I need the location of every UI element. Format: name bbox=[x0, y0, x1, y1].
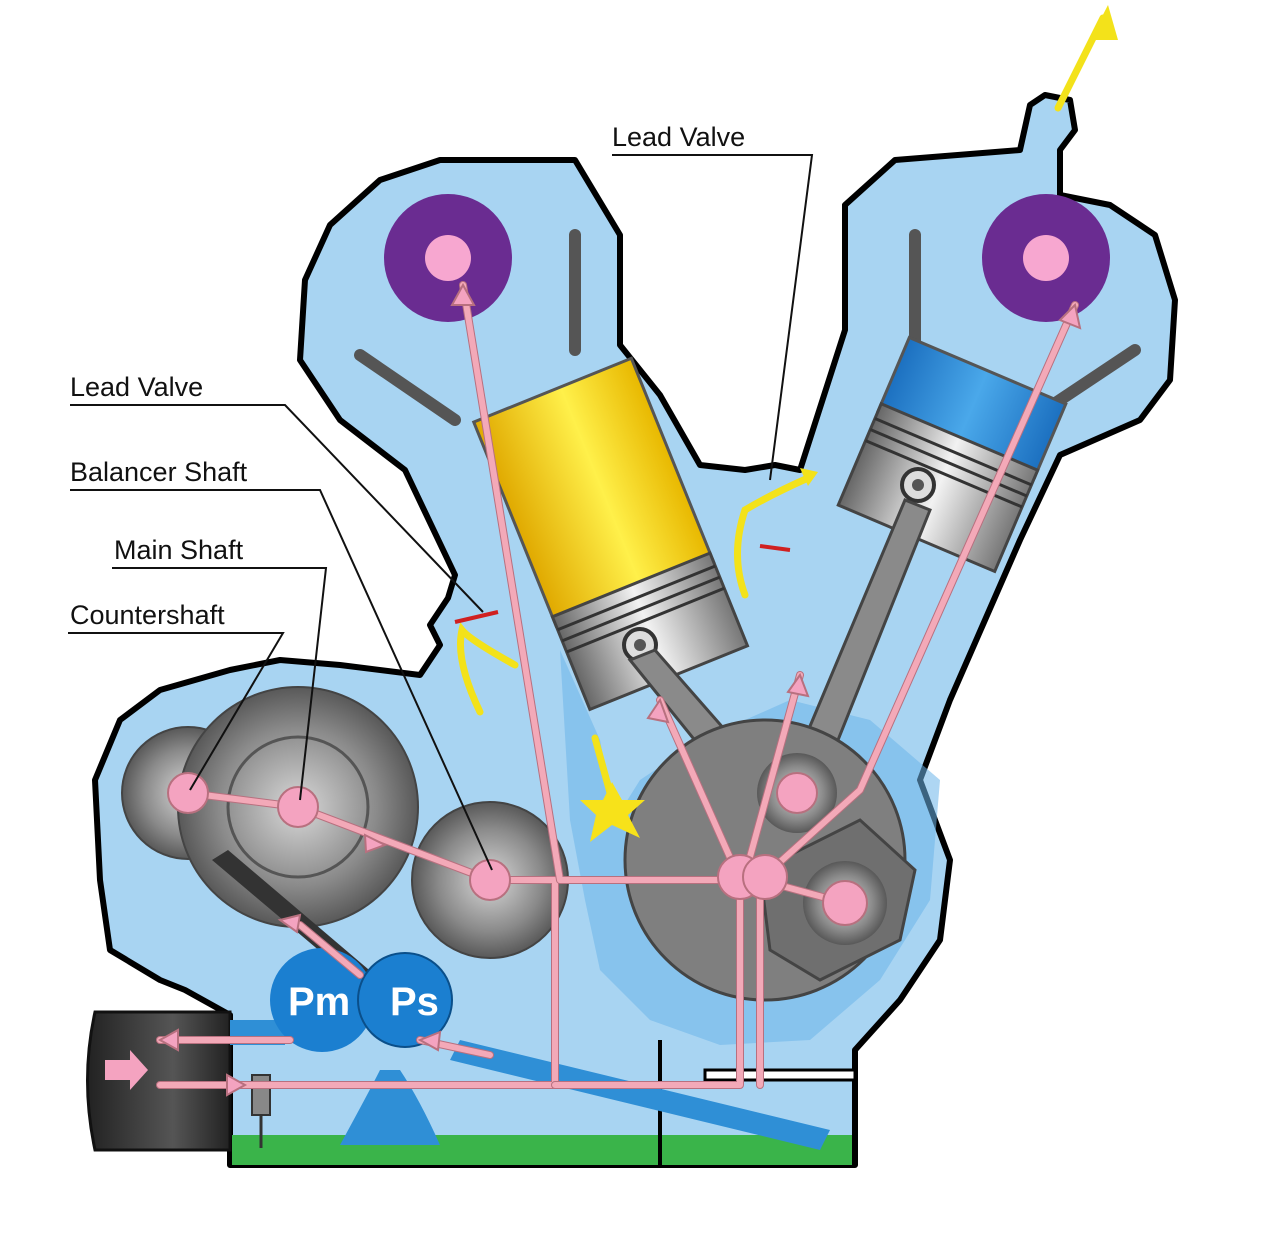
pump-sub-label: Ps bbox=[390, 980, 439, 1024]
front-piston-pin-core bbox=[634, 639, 646, 651]
exhaust-arrow-icon bbox=[1090, 5, 1118, 40]
lead-valve-left-label: Lead Valve bbox=[70, 372, 203, 402]
right-exhaust-cam-hub bbox=[1023, 235, 1069, 281]
crank-main-node-right bbox=[742, 854, 788, 900]
pump-main bbox=[270, 948, 374, 1052]
oil-nodes bbox=[167, 772, 868, 926]
main-shaft-node bbox=[277, 786, 319, 828]
countershaft-node bbox=[167, 772, 209, 814]
oil-supply-connector bbox=[86, 1010, 232, 1152]
crankcase-ledge bbox=[703, 1068, 857, 1082]
pump-sub bbox=[357, 952, 453, 1048]
spark-burst-icon bbox=[580, 782, 645, 842]
crank-pin-node bbox=[776, 772, 818, 814]
rear-piston-pin-core bbox=[912, 479, 924, 491]
balancer-shaft-label: Balancer Shaft bbox=[70, 457, 248, 487]
main-shaft-gear-ring bbox=[226, 735, 370, 879]
oil-pan bbox=[232, 1135, 852, 1165]
oil-arrow-rear-rod-icon bbox=[786, 672, 810, 698]
oil-strainer bbox=[340, 1070, 440, 1145]
main-shaft-label: Main Shaft bbox=[114, 535, 244, 565]
oil-arrow-pump-icon bbox=[277, 913, 302, 934]
countershaft-label: Countershaft bbox=[70, 600, 225, 630]
oil-supply-arrow-icon bbox=[105, 1050, 148, 1090]
oil-arrow-return-icon bbox=[417, 1030, 442, 1052]
oil-arrow-up-left-icon bbox=[450, 282, 476, 306]
left-reed-valve bbox=[454, 610, 499, 624]
oil-return-channel bbox=[450, 1040, 830, 1150]
oil-arrow-in-icon bbox=[226, 1073, 248, 1097]
balancer-shaft-node bbox=[469, 859, 511, 901]
oil-arrow-out-icon bbox=[157, 1028, 179, 1052]
balancer-weight-node bbox=[822, 880, 868, 926]
oil-passages bbox=[156, 281, 1079, 1089]
left-exhaust-cam-hub bbox=[425, 235, 471, 281]
pump-main-label: Pm bbox=[288, 980, 350, 1024]
intake-arrow-icon bbox=[800, 468, 818, 486]
oil-arrow-gear-icon bbox=[363, 833, 388, 854]
leader-lines bbox=[68, 154, 814, 871]
oil-arrow-up-right-icon bbox=[1058, 302, 1082, 330]
oil-arrowheads bbox=[157, 282, 1082, 1097]
lead-valve-top-label: Lead Valve bbox=[612, 122, 745, 152]
oil-arrow-front-rod-icon bbox=[646, 697, 670, 724]
right-reed-valve bbox=[759, 544, 791, 552]
